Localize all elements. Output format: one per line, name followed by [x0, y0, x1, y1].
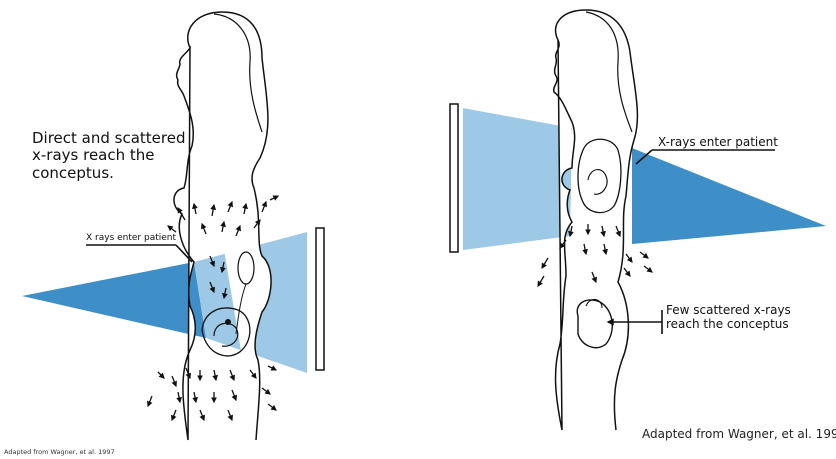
scatter-arrow	[640, 252, 648, 258]
scatter-arrow	[194, 204, 196, 214]
right-scatter-label-line-2: reach the conceptus	[666, 317, 789, 331]
right-entry-label: X-rays enter patient	[658, 136, 778, 150]
right-panel	[450, 10, 826, 430]
scatter-arrow	[542, 258, 548, 268]
scatter-arrow	[200, 410, 204, 420]
scatter-arrow	[212, 205, 214, 216]
scatter-arrow	[194, 392, 196, 402]
left-fetal-head	[225, 319, 231, 325]
left-heading-line-1: Direct and scattered	[32, 129, 186, 147]
left-credit: Adapted from Wagner, et al. 1997	[4, 449, 115, 456]
left-heading-line-3: conceptus.	[32, 164, 114, 182]
scatter-arrow	[268, 366, 276, 370]
left-heading-line-2: x-rays reach the	[32, 146, 155, 164]
scatter-arrow	[158, 372, 164, 378]
right-scatter-label-line-1: Few scattered x-rays	[666, 303, 791, 317]
scatter-arrow	[624, 268, 630, 276]
scatter-arrow	[538, 276, 544, 286]
scatter-arrow	[270, 196, 278, 200]
scatter-arrow	[172, 410, 176, 420]
scatter-arrow	[168, 226, 176, 232]
right-beam-dark	[632, 148, 826, 244]
scatter-arrow	[262, 202, 266, 212]
scatter-arrow	[570, 226, 572, 236]
scatter-arrow	[148, 396, 152, 406]
left-panel	[22, 12, 324, 440]
left-entry-label: X rays enter patient	[86, 233, 176, 243]
right-credit: Adapted from Wagner, et al. 1997	[642, 428, 836, 442]
scatter-arrow	[584, 244, 586, 254]
left-detector-plate	[316, 228, 324, 370]
scatter-arrow	[214, 370, 216, 380]
scatter-arrow	[644, 266, 652, 272]
scatter-arrow	[268, 404, 276, 410]
scatter-arrow	[262, 388, 270, 394]
right-woman-outline	[554, 10, 638, 430]
scatter-arrow	[230, 370, 234, 380]
scatter-arrow	[228, 410, 232, 420]
scatter-arrow	[232, 390, 236, 400]
left-beam-dark	[22, 262, 206, 338]
right-beam-light	[463, 108, 572, 250]
right-detector-plate	[450, 104, 458, 252]
scatter-arrow	[178, 392, 180, 402]
scatter-arrow	[626, 254, 632, 262]
scatter-arrow	[172, 376, 176, 386]
scatter-arrow	[202, 224, 206, 234]
